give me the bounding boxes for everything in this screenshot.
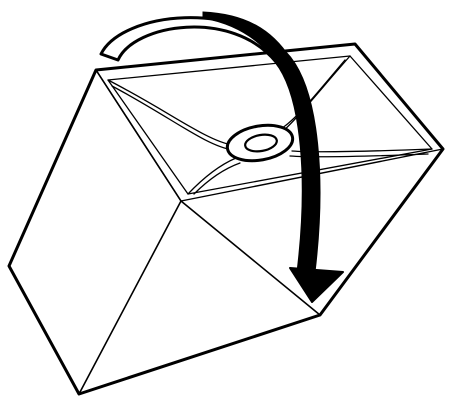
- lampshade: [9, 44, 443, 394]
- shade-outline: [9, 44, 443, 394]
